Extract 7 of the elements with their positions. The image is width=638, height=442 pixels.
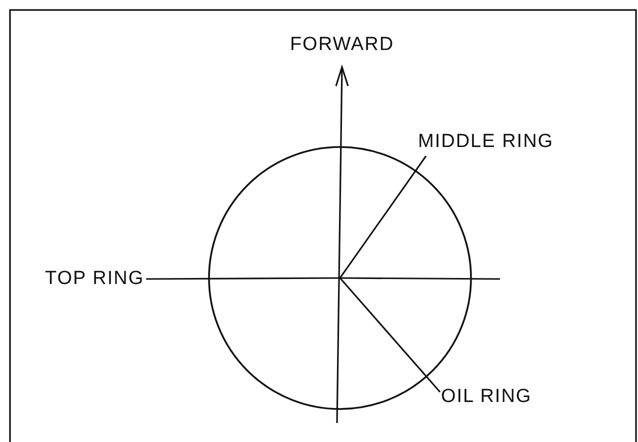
ring-gap-label: MIDDLE RING [418,131,554,153]
ring-gap-label: TOP RING [45,268,144,290]
leader-line [146,277,340,280]
leader-line [339,277,441,393]
direction-label: FORWARD [290,34,394,56]
leader-line [339,156,427,278]
ring-gap-label: OIL RING [441,386,532,408]
